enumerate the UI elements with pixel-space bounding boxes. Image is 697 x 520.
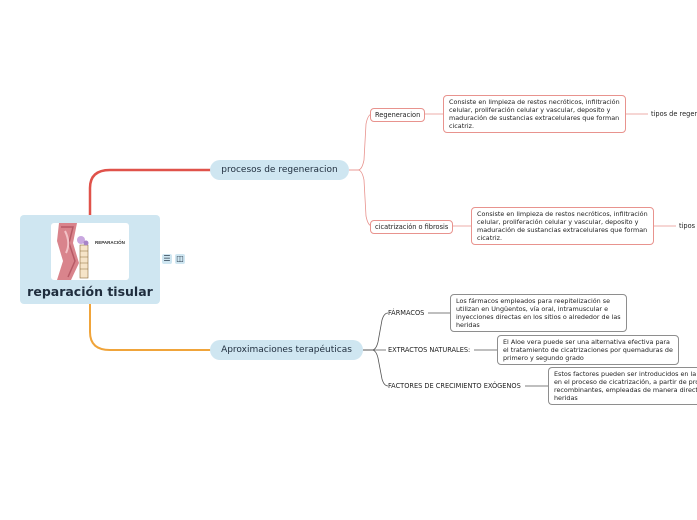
note-line: maduración de sustancias extracelulares … — [449, 114, 620, 122]
note-line: Estos factores pueden ser introducidos e… — [554, 370, 697, 378]
note-line: recombinantes, empleadas de manera direc… — [554, 386, 697, 394]
note-factores[interactable]: Estos factores pueden ser introducidos e… — [548, 367, 697, 405]
topic-regeneracion[interactable]: Regeneracion — [370, 108, 426, 122]
note-line: primero y segundo grado — [503, 354, 584, 362]
note-line: el tratamiento de cicatrizaciones por qu… — [503, 346, 673, 354]
tissue-illustration: REPARACIÓN — [57, 223, 125, 280]
root-title: reparación tisular — [27, 284, 153, 299]
root-topic[interactable]: REPARACIÓN reparación tisular — [20, 215, 160, 304]
topic-cicatrizacion-o-fibrosis[interactable]: cicatrización o fibrosis — [370, 220, 454, 234]
connector-regeneracion-sub — [349, 113, 373, 171]
note-line: heridas — [456, 321, 480, 329]
note-line: celular, proliferación celular y vascula… — [477, 218, 639, 226]
note-line: cicatriz. — [449, 122, 475, 130]
connector-root-regeneracion — [88, 168, 214, 217]
note-line: celular, proliferación celular y vascula… — [449, 106, 611, 114]
note-line: maduración de sustancias extracelulares … — [477, 226, 648, 234]
topic-tipos[interactable]: tipos — [679, 222, 696, 230]
list-icon[interactable]: ☰ — [162, 254, 172, 264]
note-line: en el proceso de cicatrización, a partir… — [554, 378, 697, 386]
note-line: El Aloe vera puede ser una alternativa e… — [503, 338, 670, 346]
note-regeneracion[interactable]: Consiste en limpieza de restos necrótico… — [443, 95, 626, 133]
note-line: heridas — [554, 394, 578, 402]
root-tools: ☰ ◫ — [162, 254, 185, 264]
image-label: REPARACIÓN — [95, 238, 125, 245]
note-line: utilizan en Ungüentos, vía oral, intramu… — [456, 305, 608, 313]
branch-aproximaciones-terapeuticas[interactable]: Aproximaciones terapéuticas — [210, 340, 363, 360]
branch-procesos-de-regeneracion[interactable]: procesos de regeneracion — [210, 160, 349, 180]
note-cicatrizacion[interactable]: Consiste en limpieza de restos necrótico… — [471, 207, 654, 245]
note-line: cicatriz. — [477, 234, 503, 242]
note-line: Consiste en limpieza de restos necrótico… — [449, 98, 620, 106]
connector-factores-sub — [363, 349, 389, 387]
topic-extractos-naturales[interactable]: EXTRACTOS NATURALES: — [388, 346, 471, 354]
connector-cicatrizacion-sub — [349, 169, 373, 227]
root-image: REPARACIÓN — [51, 223, 129, 280]
note-icon[interactable]: ◫ — [175, 254, 185, 264]
connector-root-aproximaciones — [89, 303, 213, 351]
note-line: Consiste en limpieza de restos necrótico… — [477, 210, 648, 218]
note-farmacos[interactable]: Los fármacos empleados para reepitelizac… — [450, 294, 627, 332]
note-line: inyecciones directas en los sitios o alr… — [456, 313, 621, 321]
topic-tipos-de-regeneracion[interactable]: tipos de regen — [651, 110, 697, 118]
topic-factores-de-crecimiento[interactable]: FACTORES DE CRECIMIENTO EXÓGENOS — [388, 382, 521, 390]
note-extractos[interactable]: El Aloe vera puede ser una alternativa e… — [497, 335, 679, 365]
note-line: Los fármacos empleados para reepitelizac… — [456, 297, 611, 305]
topic-farmacos[interactable]: FÁRMACOS — [388, 309, 425, 317]
connector-farmacos-sub — [363, 312, 389, 351]
